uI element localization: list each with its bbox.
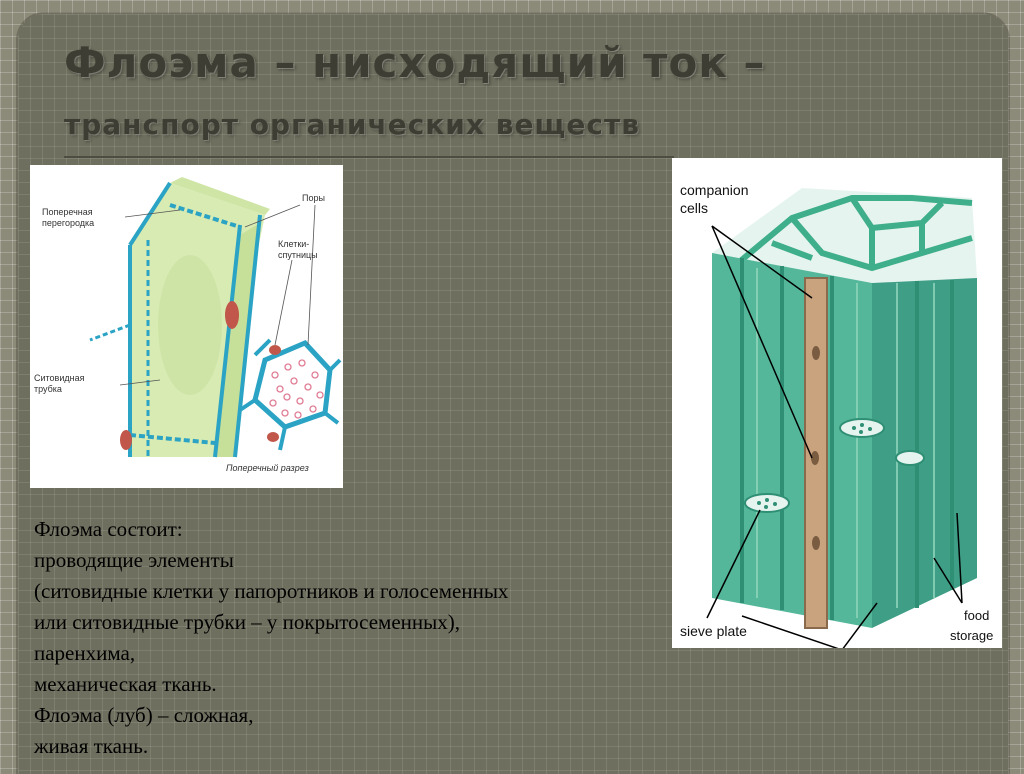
text-line: механическая ткань. [34, 672, 217, 696]
leader-lines [119, 204, 316, 386]
text-line: живая ткань. [34, 734, 149, 758]
transverse-wall [169, 203, 241, 229]
label-sieve-plate: sieve plate [680, 623, 747, 639]
text-line: (ситовидные клетки у папоротников и голо… [34, 579, 509, 603]
cell-top [170, 177, 270, 215]
phloem-3d-diagram: companion cells sieve plate food storage [672, 158, 1002, 651]
slide-subtitle: транспорт органических веществ [64, 108, 640, 141]
companion-nucleus [269, 345, 281, 355]
phloem-block-illustration: companion cells sieve plate food storage [680, 182, 993, 651]
sieve-plate [895, 450, 925, 466]
transverse-wall [129, 433, 216, 445]
title-divider [64, 156, 674, 158]
label-companion-cells-1: Клетки- [278, 239, 309, 249]
side-face [872, 278, 977, 628]
sieve-plate-pores [269, 359, 324, 419]
label-companion-cells-2: cells [680, 200, 708, 216]
pore-row [89, 323, 131, 342]
sieve-plate [744, 493, 790, 513]
label-transverse-wall-2: перегородка [42, 218, 94, 228]
text-line: или ситовидные трубки – у покрытосеменны… [34, 610, 460, 634]
cytoplasm [158, 255, 222, 395]
text-line: Флоэма состоит: [34, 517, 183, 541]
label-companion-cells-2: спутницы [278, 250, 318, 260]
text-line: проводящие элементы [34, 548, 234, 572]
leader-lines [706, 225, 963, 651]
sieve-tube-diagram: Поперечная перегородка Поры Клетки- спут… [30, 165, 343, 488]
sieve-tube-illustration: Поперечная перегородка Поры Клетки- спут… [34, 177, 342, 473]
slide-title: Флоэма – нисходящий ток – [64, 38, 766, 87]
label-companion-cells-1: companion [680, 182, 749, 198]
cross-section-cell [252, 340, 333, 430]
companion-cell-strip [215, 223, 260, 457]
label-cross-section: Поперечный разрез [226, 463, 309, 473]
label-transverse-wall-1: Поперечная [42, 207, 93, 217]
tube-walls [740, 258, 954, 620]
top-cell-walls [730, 195, 973, 272]
nucleus [225, 301, 239, 329]
front-face [712, 253, 872, 628]
nucleus [120, 430, 132, 450]
label-sieve-tube-2: трубка [34, 384, 62, 394]
phloem-description: Флоэма состоит: проводящие элементы (сит… [34, 514, 674, 762]
adjacent-walls [238, 338, 342, 451]
companion-nucleus [267, 432, 279, 442]
companion-organelles [811, 346, 820, 550]
text-line: паренхима, [34, 641, 136, 665]
label-food-storage-2: storage [950, 628, 993, 643]
cell-wall [213, 224, 242, 458]
label-food-storage-1: food [964, 608, 989, 623]
label-pores: Поры [302, 193, 325, 203]
cell-wall [233, 214, 262, 458]
sieve-plate [839, 418, 885, 438]
label-sieve-tube-1: Ситовидная [34, 373, 85, 383]
text-line: Флоэма (луб) – сложная, [34, 703, 254, 727]
